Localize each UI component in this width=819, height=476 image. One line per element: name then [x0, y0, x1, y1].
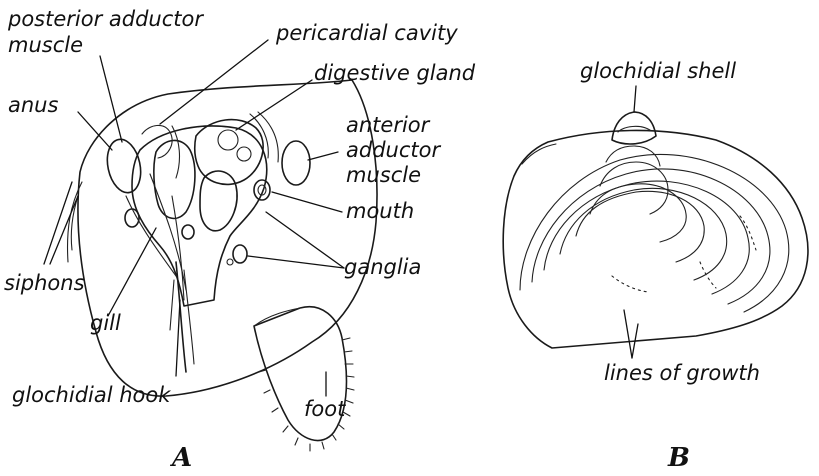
- body-mass: [132, 126, 267, 306]
- anterior-adductor-muscle: [282, 141, 310, 185]
- label-siphons: siphons: [4, 271, 85, 295]
- figure-a-letter: A: [169, 443, 192, 473]
- mouth: [254, 180, 270, 200]
- label-anterior-adductor-line2: adductor: [346, 138, 441, 162]
- label-pericardial-cavity: pericardial cavity: [275, 21, 458, 45]
- label-ganglia: ganglia: [344, 255, 421, 279]
- figure-b-drawing: [503, 112, 808, 348]
- label-foot: foot: [304, 397, 346, 421]
- shell-outline-b: [503, 130, 808, 348]
- figure-b-labels: glochidial shell lines of growth B: [580, 59, 760, 473]
- figure-b-letter: B: [667, 443, 690, 473]
- posterior-adductor-muscle: [103, 136, 146, 195]
- label-mouth: mouth: [346, 199, 414, 223]
- figure-a-leaders: [44, 40, 344, 396]
- ganglion: [233, 245, 247, 263]
- label-glochidial-hook: glochidial hook: [12, 383, 171, 407]
- label-anus: anus: [8, 93, 58, 117]
- growth-line: [606, 146, 660, 166]
- growth-line: [560, 188, 727, 280]
- label-anterior-adductor-line1: anterior: [346, 113, 431, 137]
- label-gill: gill: [90, 311, 121, 335]
- glochidial-shell: [612, 112, 656, 144]
- label-anterior-adductor-line3: muscle: [346, 163, 421, 187]
- label-posterior-adductor-line1: posterior adductor: [7, 7, 204, 31]
- growth-line: [576, 191, 704, 262]
- growth-line: [532, 169, 770, 304]
- growth-line: [520, 154, 789, 312]
- label-lines-of-growth: lines of growth: [604, 361, 760, 385]
- figure-a-labels: posterior adductor muscle pericardial ca…: [4, 7, 476, 473]
- label-digestive-gland: digestive gland: [314, 61, 476, 85]
- growth-line: [544, 181, 749, 294]
- label-glochidial-shell: glochidial shell: [580, 59, 736, 83]
- label-posterior-adductor-line2: muscle: [8, 33, 83, 57]
